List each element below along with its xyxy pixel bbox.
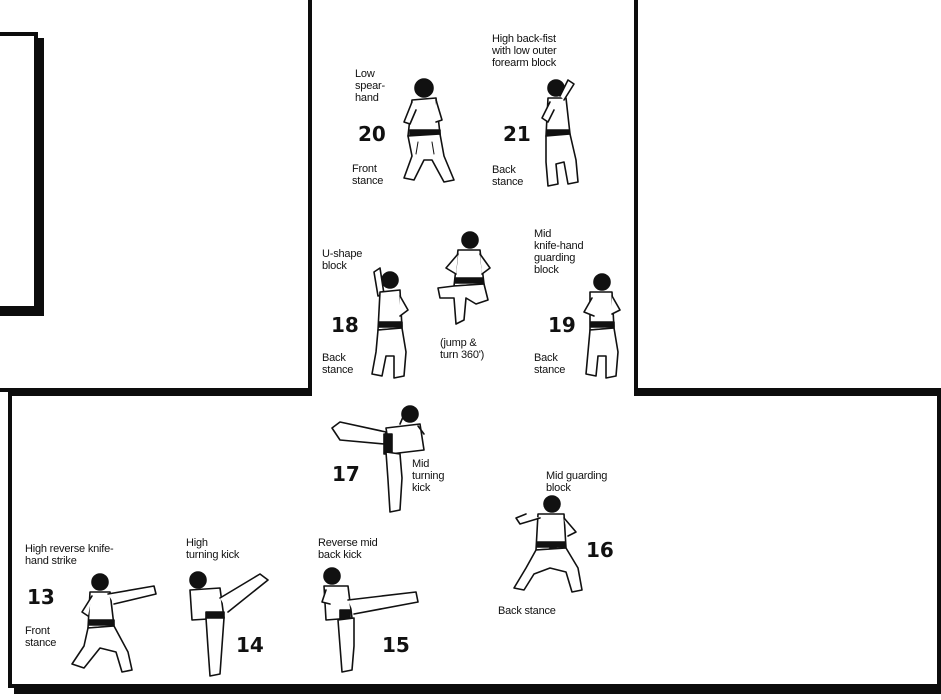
move-18-stance: Back stance <box>322 352 353 376</box>
move-20-label: Low spear- hand <box>355 68 385 104</box>
karateka-figure-19 <box>582 272 624 384</box>
move-14-label: High turning kick <box>186 537 239 561</box>
karateka-figure-14 <box>184 568 274 680</box>
move-19-stance: Back stance <box>534 352 565 376</box>
karateka-figure-21 <box>538 78 582 193</box>
karateka-jumping-figure <box>436 228 494 328</box>
karateka-figure-13 <box>70 572 160 680</box>
karateka-figure-20 <box>398 76 462 191</box>
top-left-panel <box>0 0 312 392</box>
move-19-label: Mid knife-hand guarding block <box>534 228 583 276</box>
bottom-panel-opening <box>312 388 634 396</box>
move-21-stance: Back stance <box>492 164 523 188</box>
move-13-stance: Front stance <box>25 625 56 649</box>
move-13-number: 13 <box>27 585 55 609</box>
move-16-label: Mid guarding block <box>546 470 607 494</box>
move-18-label: U-shape block <box>322 248 362 272</box>
karateka-figure-16 <box>512 494 588 596</box>
move-15-label: Reverse mid back kick <box>318 537 378 561</box>
move-20-stance: Front stance <box>352 163 383 187</box>
move-21-label: High back-fist with low outer forearm bl… <box>492 33 556 69</box>
move-18-number: 18 <box>331 313 359 337</box>
move-13-label: High reverse knife- hand strike <box>25 543 114 567</box>
top-right-panel <box>634 0 941 392</box>
left-inset-panel <box>0 32 38 310</box>
karateka-figure-15 <box>320 566 424 678</box>
karateka-figure-17 <box>330 404 430 516</box>
move-19-number: 19 <box>548 313 576 337</box>
move-21-number: 21 <box>503 122 531 146</box>
karateka-figure-18 <box>366 266 412 384</box>
move-16-number: 16 <box>586 538 614 562</box>
move-16-stance: Back stance <box>498 605 556 617</box>
move-20-number: 20 <box>358 122 386 146</box>
jump-note: (jump & turn 360') <box>440 337 484 361</box>
